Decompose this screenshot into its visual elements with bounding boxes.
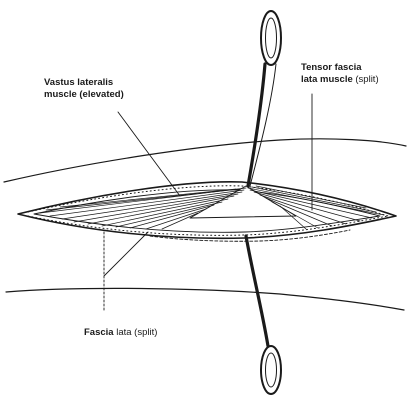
label-tensor-line1: Tensor fascia bbox=[301, 62, 379, 74]
label-vastus-line1: Vastus lateralis bbox=[44, 77, 124, 89]
label-tensor-line2a: lata muscle bbox=[301, 74, 353, 85]
label-vastus-line2: muscle (elevated) bbox=[44, 89, 124, 101]
label-fascia-a: Fascia bbox=[84, 327, 114, 338]
upper-retractor bbox=[248, 11, 281, 186]
label-fascia-b: lata (split) bbox=[114, 327, 158, 338]
leader-fascia-right bbox=[104, 232, 148, 276]
label-tensor-line2b: (split) bbox=[353, 74, 379, 85]
label-fascia-lata: Fascia lata (split) bbox=[84, 327, 157, 339]
thigh-contour-upper bbox=[4, 139, 406, 182]
thigh-contour-lower bbox=[6, 288, 404, 310]
lower-retractor bbox=[246, 236, 281, 394]
leader-vastus bbox=[118, 112, 180, 196]
label-vastus-lateralis: Vastus lateralis muscle (elevated) bbox=[44, 77, 124, 101]
label-tensor-fascia-lata: Tensor fascia lata muscle (split) bbox=[301, 62, 379, 86]
